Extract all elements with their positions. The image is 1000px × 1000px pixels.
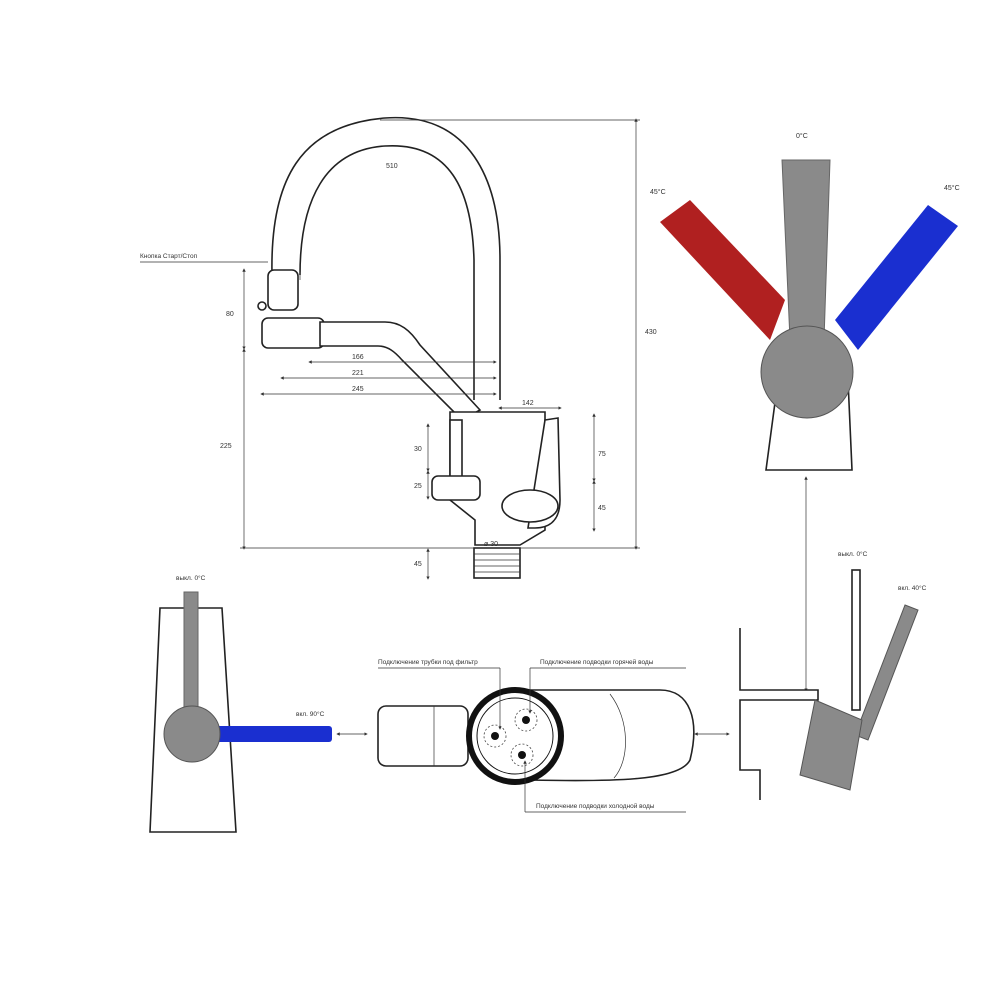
label-on-90: вкл. 90°С bbox=[296, 710, 325, 718]
center-handle bbox=[781, 159, 831, 341]
dim-510: 510 bbox=[386, 163, 398, 170]
front-view-temperature: 0°С 45°С 45°С bbox=[650, 132, 960, 471]
dim-80: 80 bbox=[226, 311, 234, 318]
dim-75: 75 bbox=[598, 451, 606, 458]
label-cold-water: Подключение подводки холодной воды bbox=[536, 802, 655, 810]
cold-handle-position bbox=[835, 205, 958, 350]
spout-head bbox=[267, 269, 299, 311]
label-off-0-right: выкл. 0°С bbox=[838, 550, 868, 558]
dim-30: 30 bbox=[414, 446, 422, 453]
cold-port-icon bbox=[518, 751, 526, 759]
temp-left: 45°С bbox=[650, 188, 666, 196]
left-on-handle-blue bbox=[214, 726, 332, 742]
dim-245: 245 bbox=[352, 386, 364, 393]
left-off-handle bbox=[183, 591, 199, 713]
temp-right: 45°С bbox=[944, 184, 960, 192]
handle-pivot bbox=[760, 325, 854, 419]
top-view-connections: Подключение трубки под фильтр Подключени… bbox=[377, 658, 730, 813]
threaded-connector bbox=[473, 547, 521, 579]
off-lever bbox=[851, 569, 861, 711]
dim-45-bottom: 45 bbox=[414, 561, 422, 568]
dim-430: 430 bbox=[645, 329, 657, 336]
label-filter-tube: Подключение трубки под фильтр bbox=[378, 658, 478, 666]
hot-port-icon bbox=[522, 716, 530, 724]
label-hot-water: Подключение подводки горячей воды bbox=[540, 658, 654, 666]
temp-center: 0°С bbox=[796, 132, 808, 140]
dim-thread: ø 30 bbox=[484, 541, 498, 548]
start-stop-label: Кнопка Старт/Стоп bbox=[140, 253, 198, 260]
front-view-on-off: выкл. 0°С вкл. 90°С bbox=[149, 574, 368, 833]
side-view-on-off: выкл. 0°С вкл. 40°С bbox=[739, 550, 927, 800]
dim-225: 225 bbox=[220, 443, 232, 450]
side-handle-base bbox=[799, 699, 863, 791]
on-lever bbox=[854, 604, 919, 741]
dim-166: 166 bbox=[352, 354, 364, 361]
dim-45-right: 45 bbox=[598, 505, 606, 512]
label-on-40: вкл. 40°С bbox=[898, 584, 927, 592]
label-off-0-left: выкл. 0°С bbox=[176, 574, 206, 582]
filter-port-icon bbox=[491, 732, 499, 740]
side-view-dimensioned: 510 80 166 221 245 430 142 225 30 25 75 … bbox=[140, 116, 657, 580]
dim-25: 25 bbox=[414, 483, 422, 490]
start-stop-button-icon bbox=[257, 301, 267, 311]
left-pivot bbox=[163, 705, 221, 763]
top-view-body bbox=[529, 689, 695, 782]
dim-221: 221 bbox=[352, 370, 364, 377]
dim-142: 142 bbox=[522, 400, 534, 407]
hot-handle-position bbox=[660, 200, 785, 340]
